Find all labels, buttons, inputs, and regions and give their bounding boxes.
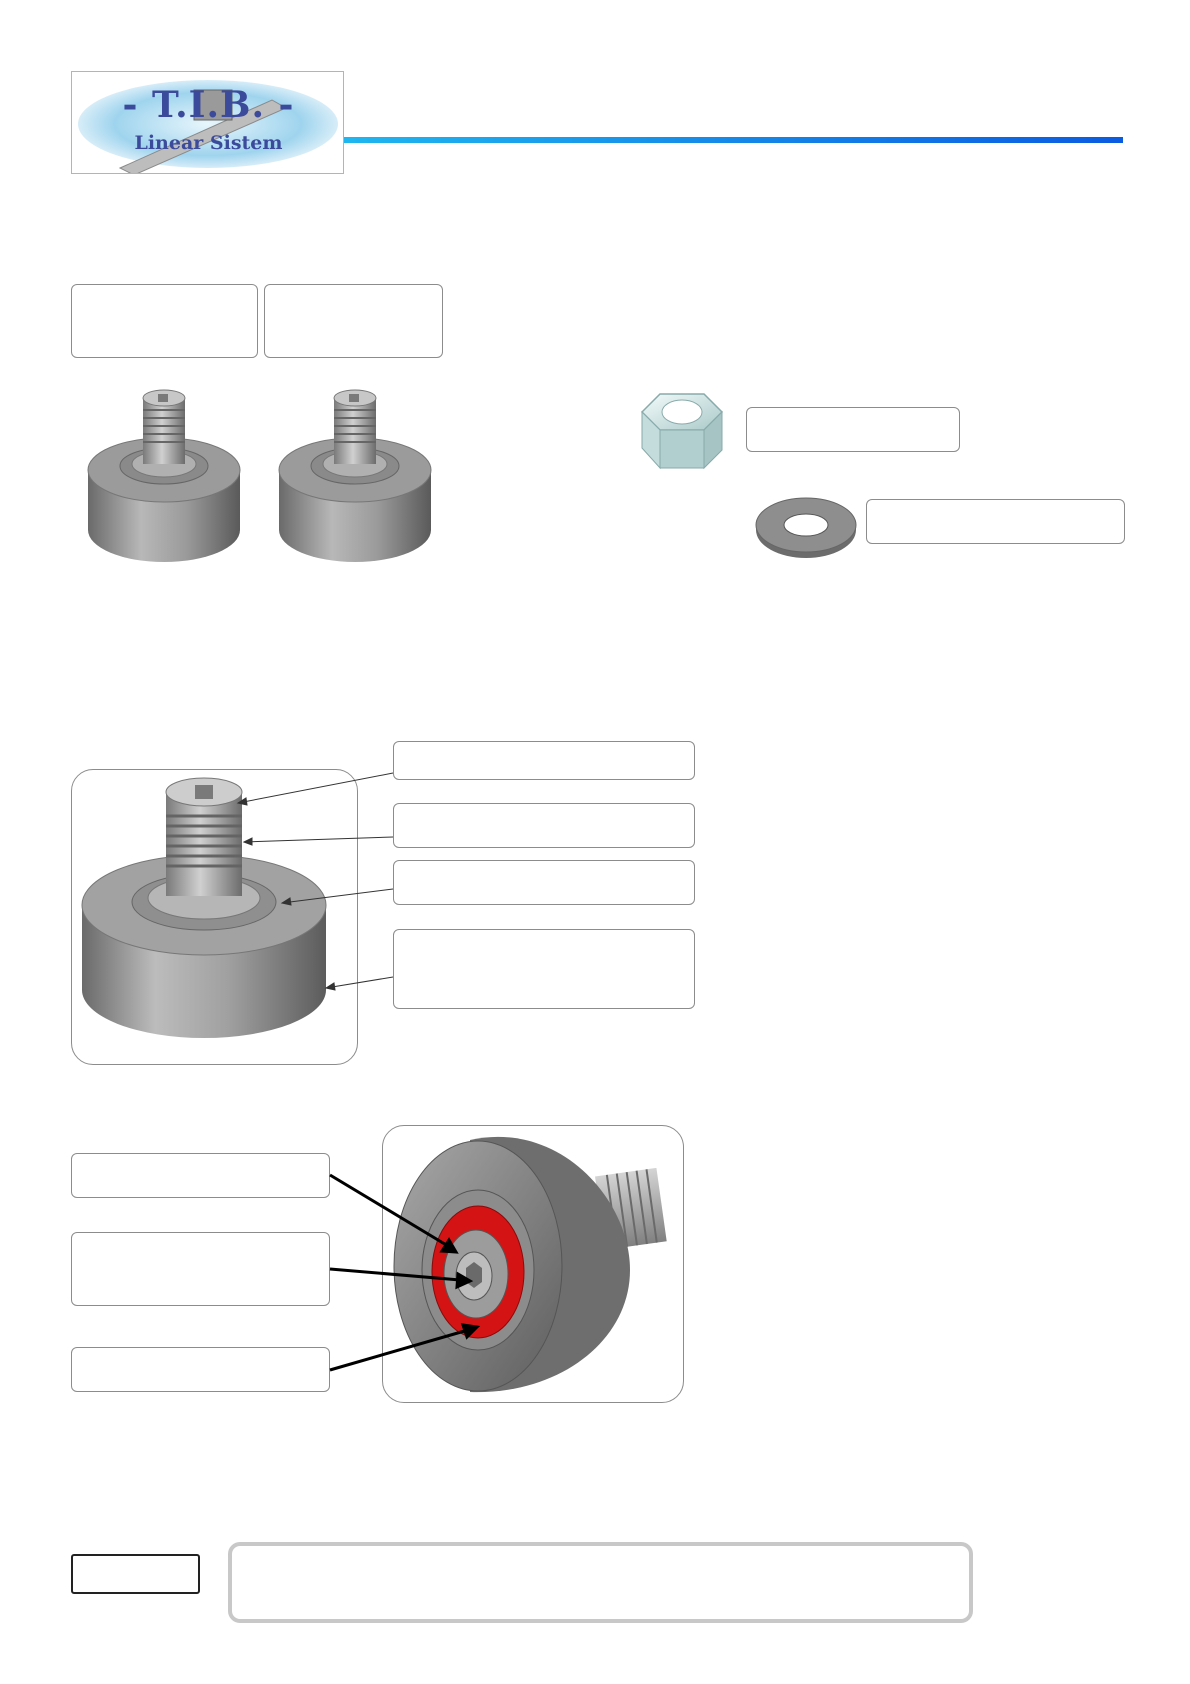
label-box-washer	[866, 499, 1125, 544]
washer-icon	[755, 497, 857, 558]
callout-box-seal-2	[71, 1232, 330, 1306]
callout-box-2	[393, 803, 695, 848]
detail-roller-frame	[71, 769, 358, 1065]
footer-note-box	[228, 1542, 973, 1623]
callout-box-seal-3	[71, 1347, 330, 1392]
roller-left-icon	[87, 389, 241, 562]
callout-box-3	[393, 860, 695, 905]
logo-subtitle: Linear Sistem	[134, 132, 283, 154]
label-box-roller-left	[71, 284, 258, 358]
sealed-roller-frame	[382, 1125, 684, 1403]
footer-tag-box	[71, 1554, 200, 1594]
callout-box-4	[393, 929, 695, 1009]
logo-emblem	[78, 80, 338, 173]
logo-title: - T.I.B. -	[122, 84, 295, 126]
label-box-nut	[746, 407, 960, 452]
callout-box-1	[393, 741, 695, 780]
header-rule	[344, 137, 1123, 143]
logo: - T.I.B. - Linear Sistem	[71, 71, 344, 174]
roller-right-icon	[278, 389, 432, 562]
callout-box-seal-1	[71, 1153, 330, 1198]
label-box-roller-right	[264, 284, 443, 358]
hex-nut-icon	[640, 393, 724, 470]
